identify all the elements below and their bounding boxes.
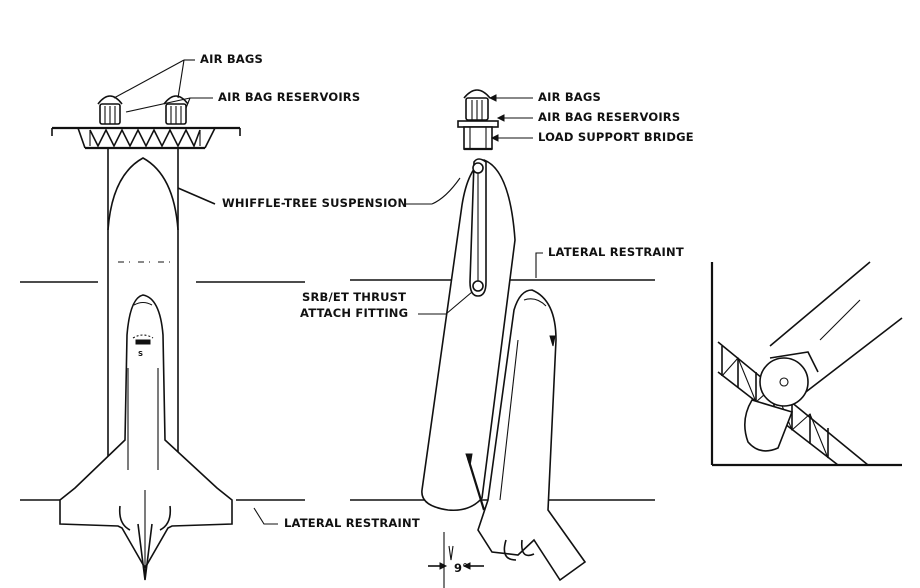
side-view: 9° (421, 89, 587, 588)
front-view: S (51, 95, 241, 581)
label-air-bags-side: AIR BAGS (538, 90, 601, 104)
label-air-bag-reservoirs-side: AIR BAG RESERVOIRS (538, 110, 680, 124)
side-external-tank (421, 159, 516, 512)
side-orbiter (465, 289, 587, 582)
label-air-bag-reservoirs-left: AIR BAG RESERVOIRS (218, 90, 360, 104)
side-reservoir (457, 120, 499, 128)
detail-inset (710, 261, 903, 467)
tilt-angle-marker: 9° (428, 532, 484, 588)
label-srb-et-line2: ATTACH FITTING (300, 306, 408, 320)
label-air-bags-left: AIR BAGS (200, 52, 263, 66)
load-support-truss (51, 126, 241, 150)
side-load-support-bridge (463, 126, 493, 151)
side-view-labels: AIR BAGS AIR BAG RESERVOIRS LOAD SUPPORT… (300, 90, 694, 320)
svg-text:S: S (138, 350, 143, 358)
air-bag-left (97, 95, 123, 125)
label-lateral-restraint-side: LATERAL RESTRAINT (548, 245, 684, 259)
label-whiffle-tree: WHIFFLE-TREE SUSPENSION (222, 196, 407, 210)
angle-label: 9° (454, 561, 468, 575)
front-view-labels: AIR BAGS AIR BAG RESERVOIRS WHIFFLE-TREE… (113, 52, 461, 530)
label-load-support-bridge: LOAD SUPPORT BRIDGE (538, 130, 694, 144)
air-bag-right (163, 95, 189, 125)
orbiter: S (59, 294, 233, 581)
thrust-attach-fitting (469, 158, 487, 297)
side-air-bag (463, 89, 491, 121)
label-srb-et-line1: SRB/ET THRUST (302, 290, 406, 304)
label-lateral-restraint-left: LATERAL RESTRAINT (284, 516, 420, 530)
external-tank (107, 148, 179, 500)
